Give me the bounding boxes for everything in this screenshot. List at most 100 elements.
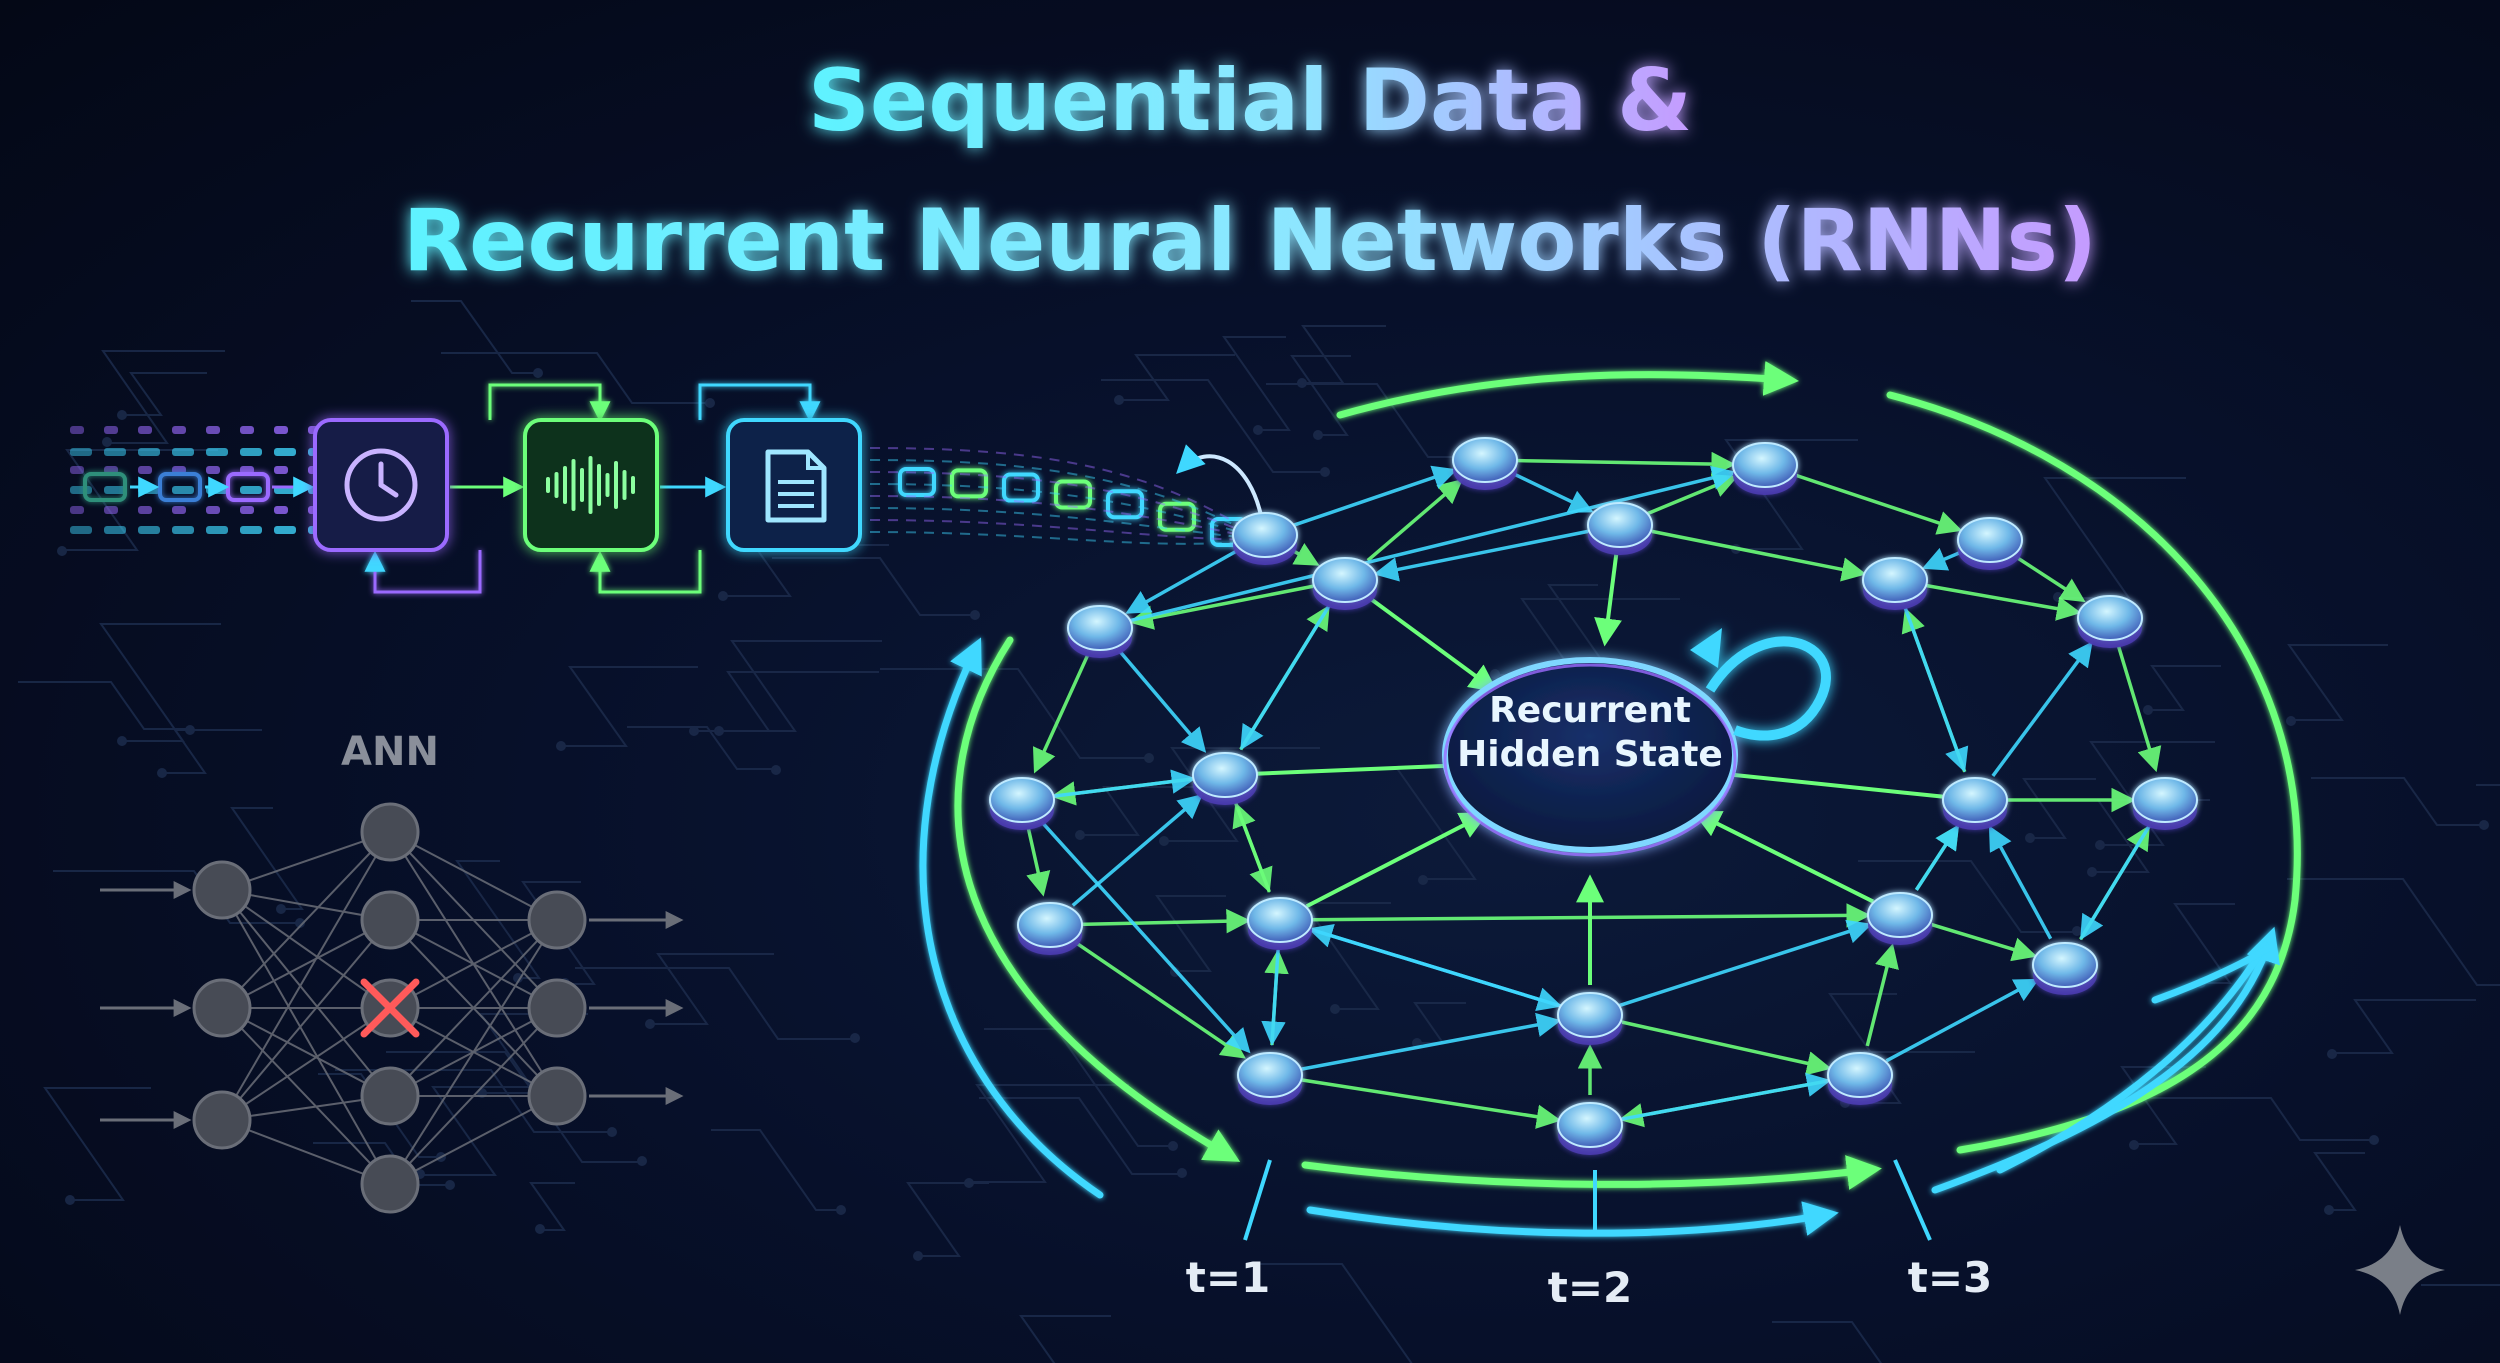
rnn-neuron-top	[1957, 517, 2023, 563]
circuit-pad	[1114, 395, 1124, 405]
rnn-edge	[1308, 927, 1563, 1012]
circuit-pad	[1177, 1168, 1187, 1178]
circuit-pad	[1418, 875, 1428, 885]
rnn-edge-to-hub	[1305, 812, 1489, 909]
circuit-trace	[2043, 477, 2186, 599]
audio-box	[523, 418, 659, 552]
rnn-neuron-top	[1067, 605, 1133, 651]
rnn-neuron-top	[2132, 777, 2198, 823]
circuit-pad	[2143, 705, 2153, 715]
title-line-1: Sequential Data &	[808, 51, 1692, 151]
stream-dash	[240, 448, 262, 456]
circuit-pad	[637, 1156, 647, 1166]
rnn-neuron-top	[1862, 557, 1928, 603]
circuit-trace	[1119, 354, 1235, 401]
rnn-edge	[1924, 583, 2082, 621]
stream-dash	[172, 486, 194, 494]
stream-dash	[70, 506, 84, 514]
rnn-edge	[1026, 828, 1051, 897]
rnn-neuron	[1192, 752, 1258, 805]
circuit-trace	[1772, 1321, 1882, 1363]
circuit-pad	[2087, 867, 2097, 877]
rnn-neuron	[1557, 1102, 1623, 1155]
circuit-pad	[1330, 1004, 1340, 1014]
stream-trail	[869, 459, 1266, 541]
ann-neuron	[360, 802, 420, 862]
stream-dash	[172, 426, 186, 434]
circuit-pad	[2025, 833, 2035, 843]
rnn-neuron	[989, 777, 1055, 830]
rnn-edge	[1128, 584, 1316, 630]
rnn-neuron	[1067, 605, 1133, 658]
rnn-neuron	[1587, 502, 1653, 555]
circuit-trace	[2331, 999, 2476, 1054]
stream-dash	[274, 426, 288, 434]
rnn-neuron-top	[1192, 752, 1258, 798]
ann-neuron	[360, 1154, 420, 1214]
circuit-trace	[1858, 860, 2078, 933]
circuit-trace	[711, 1129, 841, 1211]
circuit-trace	[720, 640, 882, 732]
rnn-neuron-top	[1247, 897, 1313, 943]
circuit-pad	[533, 368, 543, 378]
stream-dash	[274, 448, 296, 456]
ann-edge	[221, 919, 391, 1121]
stream-dash	[206, 466, 220, 474]
stream-packet	[1002, 472, 1040, 503]
stream-trail	[869, 507, 1266, 541]
stream-dash	[138, 448, 160, 456]
rnn-edge	[1991, 641, 2093, 777]
ann-label: ANN	[341, 729, 439, 775]
circuit-trace	[2173, 903, 2235, 984]
circuit-pad	[276, 904, 286, 914]
rnn-edge	[1792, 472, 1963, 535]
circuit-trace	[386, 1051, 642, 1163]
rnn-edge	[1903, 607, 1969, 773]
rnn-neuron	[1862, 557, 1928, 610]
timestep-t2: t=2	[1548, 1263, 1633, 1312]
stream-dash	[70, 466, 84, 474]
rnn-neuron-top	[1232, 512, 1298, 558]
stream-dash	[274, 526, 296, 534]
rnn-nodes	[989, 437, 2198, 1155]
circuit-pad	[1253, 425, 1263, 435]
stream-dash	[206, 526, 228, 534]
stream-dash	[138, 426, 152, 434]
circuit-trace	[2421, 1284, 2500, 1286]
circuit-pad	[2327, 1049, 2337, 1059]
stream-dash	[138, 466, 152, 474]
rnn-edge	[1885, 978, 2040, 1063]
circuit-trace	[230, 807, 304, 910]
rnn-edge	[1240, 604, 1331, 751]
stream-curl-arrow	[1176, 444, 1264, 521]
stream-trail	[869, 531, 1266, 545]
stream-dash	[274, 466, 288, 474]
hidden-state-label-1: Recurrent	[1489, 690, 1691, 731]
orbit-arrow	[1306, 1201, 1839, 1237]
circuit-trace	[2287, 878, 2500, 986]
circuit-trace	[99, 623, 221, 742]
circuit-pad	[117, 736, 127, 746]
ann-neuron	[192, 1090, 252, 1150]
circuit-pad	[445, 1180, 455, 1190]
circuit-pad	[850, 1033, 860, 1043]
stream-dash	[104, 506, 118, 514]
stream-dash	[240, 426, 254, 434]
rnn-neuron-top	[1867, 892, 1933, 938]
stream-dash	[70, 426, 84, 434]
stream-dash	[104, 426, 118, 434]
rnn-neuron	[1017, 902, 1083, 955]
ann-neuron	[527, 1066, 587, 1126]
stream-dash	[70, 486, 92, 494]
rnn-neuron-top	[1827, 1052, 1893, 1098]
rnn-edge	[1071, 793, 1203, 907]
document-box	[726, 418, 862, 552]
stream-packet	[158, 472, 202, 502]
rnn-neuron	[1237, 1052, 1303, 1105]
rnn-neuron	[1312, 557, 1378, 610]
rnn-edge	[1514, 451, 1736, 477]
circuit-trace	[335, 1069, 612, 1133]
orbit-arrow	[1886, 391, 2301, 1154]
